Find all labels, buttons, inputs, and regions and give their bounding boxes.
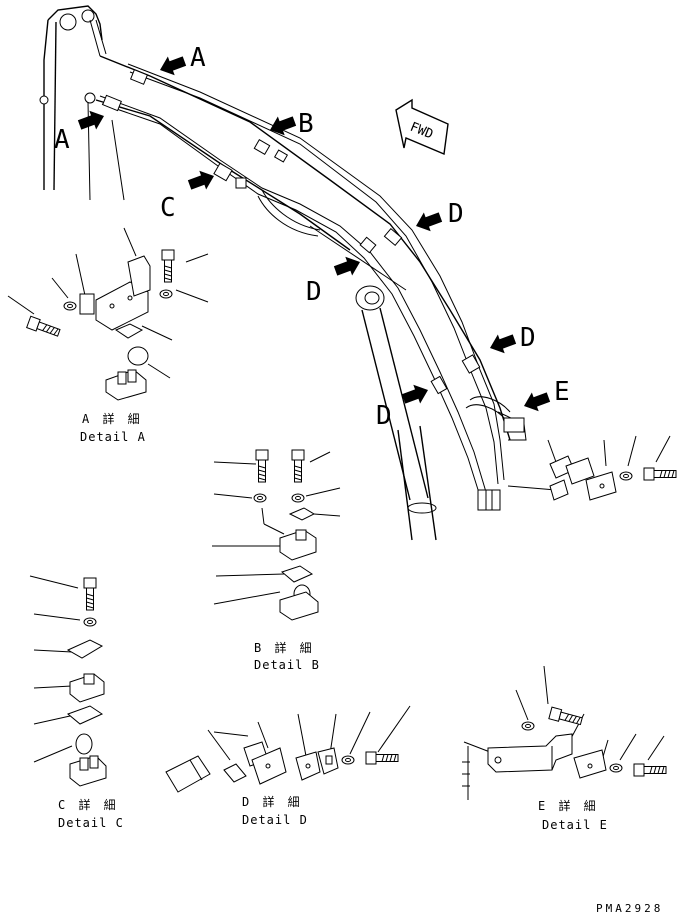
svg-text:D: D	[448, 199, 464, 229]
detail-e: E 詳 細 Detail E	[462, 435, 677, 832]
detail-d-caption-en: Detail D	[242, 813, 308, 827]
detail-d: D 詳 細 Detail D	[165, 705, 411, 827]
svg-text:D: D	[520, 323, 536, 353]
svg-text:D: D	[376, 401, 392, 431]
detail-a-caption-en: Detail A	[80, 430, 146, 444]
svg-text:E: E	[554, 377, 570, 407]
svg-text:C: C	[160, 193, 176, 223]
callout-c: C	[160, 166, 218, 223]
fwd-arrow-icon: FWD	[395, 98, 449, 156]
detail-b: B 詳 細 Detail B	[212, 225, 407, 672]
callout-d-right: D	[486, 323, 536, 358]
svg-text:A: A	[190, 43, 206, 73]
drawing-code: PMA2928	[596, 902, 663, 914]
callout-d-lower: D	[376, 380, 432, 431]
detail-e-caption-en: Detail E	[542, 818, 608, 832]
boom-structure	[39, 5, 511, 541]
detail-c-caption-en: Detail C	[58, 816, 124, 830]
callout-b: B	[266, 109, 314, 140]
callout-d-upper: D	[412, 199, 464, 236]
detail-a-caption-jp: A 詳 細	[82, 411, 143, 426]
detail-d-caption-jp: D 詳 細	[242, 794, 303, 809]
callout-e: E	[520, 377, 570, 416]
callout-d-middle: D	[306, 252, 364, 307]
svg-text:A: A	[54, 125, 70, 155]
svg-text:FWD: FWD	[408, 120, 436, 143]
callout-a-top: A	[156, 43, 206, 80]
detail-b-caption-jp: B 詳 細	[254, 640, 315, 655]
detail-c: C 詳 細 Detail C	[29, 575, 124, 830]
svg-text:D: D	[306, 277, 322, 307]
detail-c-caption-jp: C 詳 細	[58, 797, 119, 812]
svg-text:B: B	[298, 109, 314, 139]
detail-a: A 詳 細 Detail A	[7, 227, 209, 444]
detail-b-caption-en: Detail B	[254, 658, 320, 672]
detail-e-caption-jp: E 詳 細	[538, 798, 599, 813]
boom-clamps	[102, 69, 525, 511]
callout-a-left: A	[54, 106, 108, 155]
